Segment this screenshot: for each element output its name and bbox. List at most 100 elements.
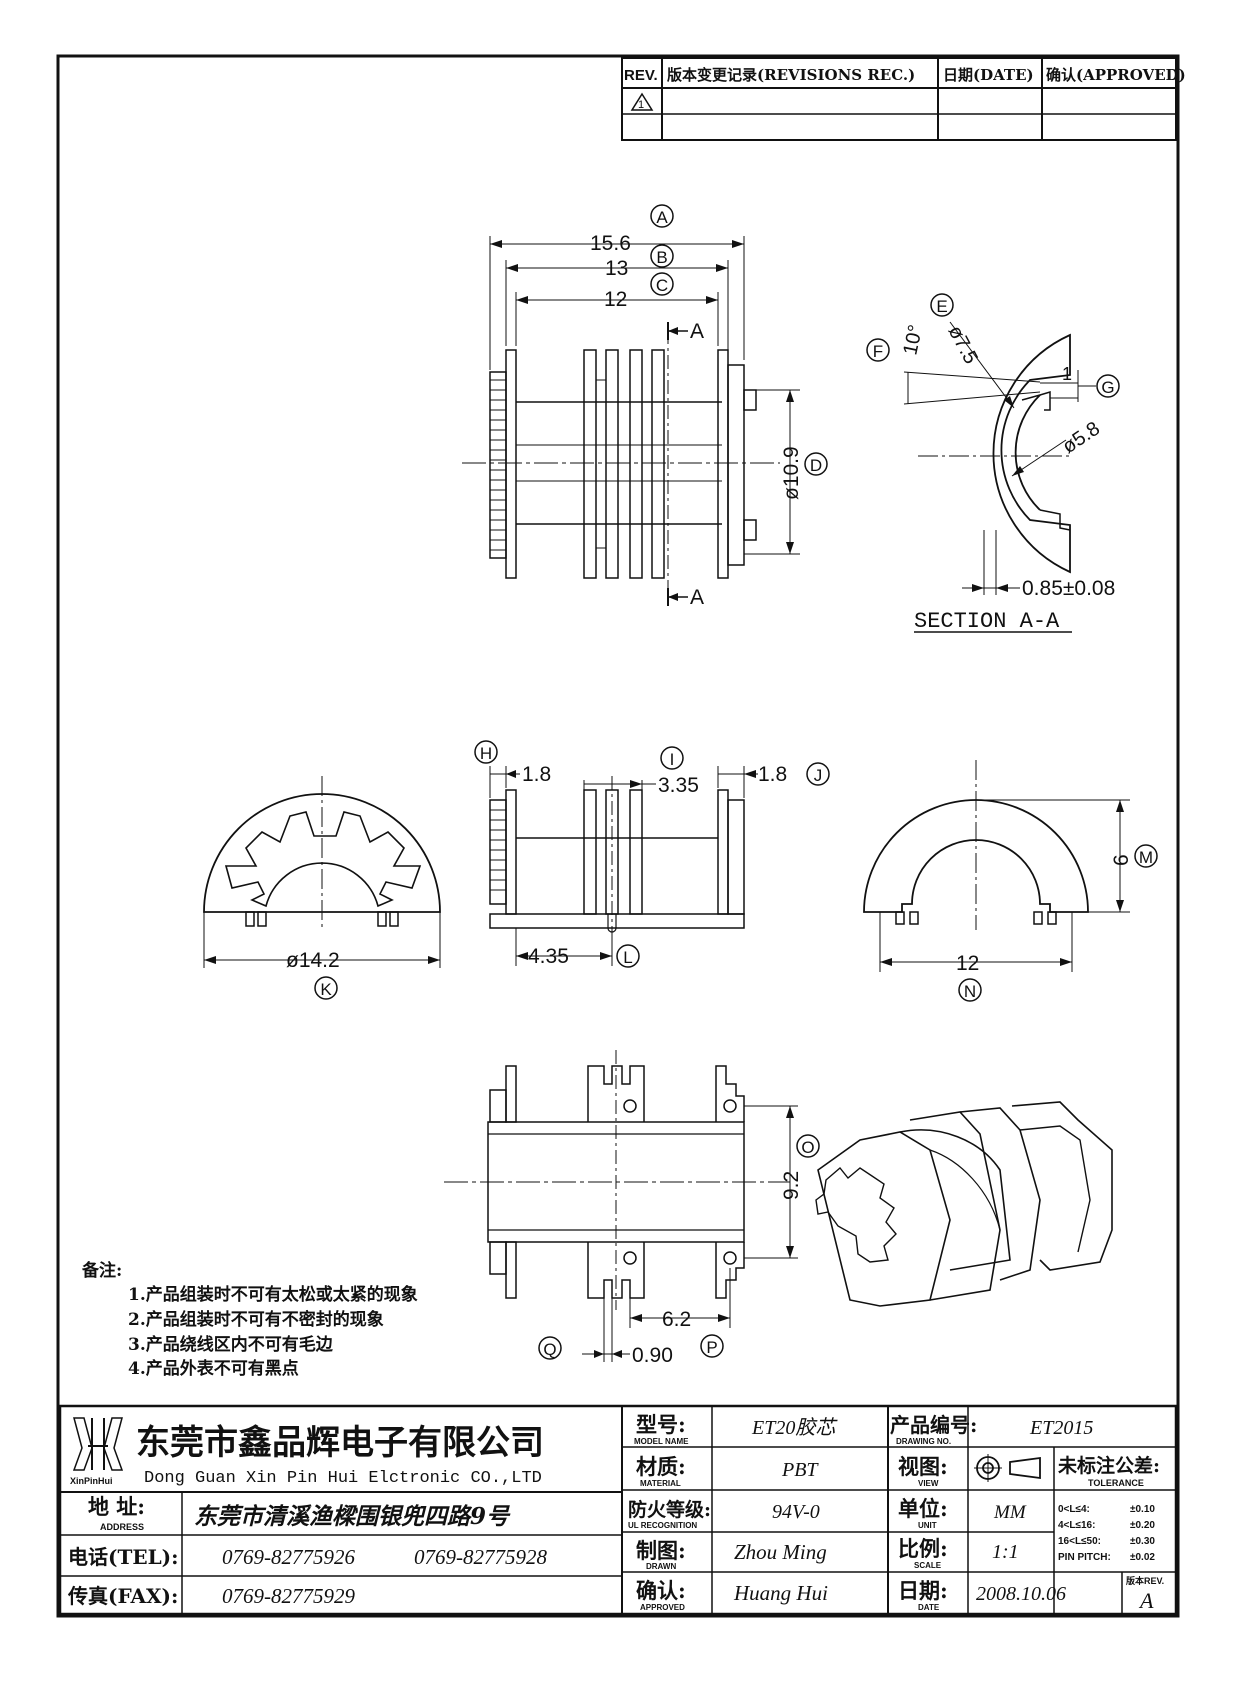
scale-value: 1:1 bbox=[992, 1541, 1019, 1563]
view-label-en: VIEW bbox=[918, 1479, 939, 1488]
balloon-a bbox=[650, 204, 674, 228]
dim-o-value: 9.2 bbox=[780, 1171, 803, 1200]
balloon-q-label: Q bbox=[543, 1340, 556, 1359]
address-label: 地 址: bbox=[88, 1494, 145, 1519]
balloon-c-label: C bbox=[656, 276, 668, 295]
title-block: XinPinHui 东莞市鑫品辉电子有限公司 Dong Guan Xin Pin… bbox=[58, 1404, 1178, 1616]
balloon-n bbox=[958, 978, 982, 1002]
material-label-en: MATERIAL bbox=[640, 1479, 681, 1488]
svg-text:1: 1 bbox=[638, 99, 644, 111]
balloon-l-label: L bbox=[623, 948, 632, 967]
tel-label: 电话(TEL): bbox=[68, 1545, 179, 1569]
dim-id-value: ø5.8 bbox=[1058, 418, 1103, 459]
ul-value: 94V-0 bbox=[772, 1501, 820, 1523]
end-view-plain: 6 M 12 N bbox=[863, 760, 1158, 1002]
note-item-3: 3.产品绕线区内不可有毛边 bbox=[128, 1334, 334, 1355]
dim-k-value: ø14.2 bbox=[286, 949, 340, 972]
model-value: ET20胶芯 bbox=[751, 1417, 838, 1439]
balloon-k bbox=[314, 976, 338, 1000]
dim-h-value: 1.8 bbox=[522, 763, 551, 786]
tol-range-2: 4<L≤16: bbox=[1058, 1520, 1095, 1531]
model-label-en: MODEL NAME bbox=[634, 1437, 689, 1446]
isometric-view bbox=[815, 1101, 1113, 1307]
balloon-j-label: J bbox=[814, 766, 823, 785]
balloon-h bbox=[474, 740, 498, 764]
unit-label-en: UNIT bbox=[918, 1521, 937, 1530]
ul-label: 防火等级: bbox=[628, 1498, 711, 1521]
date-label: 日期: bbox=[898, 1578, 948, 1603]
dim-n-value: 12 bbox=[956, 952, 979, 975]
rev-value: A bbox=[1138, 1588, 1154, 1613]
note-item-2: 2.产品组装时不可有不密封的现象 bbox=[128, 1309, 384, 1330]
revision-triangle-icon: 1 bbox=[630, 92, 654, 111]
balloon-f-label: F bbox=[873, 342, 883, 361]
unit-value: MM bbox=[993, 1502, 1027, 1523]
section-arrow-bottom-icon bbox=[667, 588, 688, 606]
approved-label-en: APPROVED bbox=[640, 1603, 685, 1612]
front-view: A A 15.6 A 13 B 12 C bbox=[462, 204, 828, 609]
dim-q-value: 0.90 bbox=[632, 1344, 673, 1367]
tol-value-2: ±0.20 bbox=[1130, 1520, 1155, 1531]
company-name-cn: 东莞市鑫品辉电子有限公司 bbox=[136, 1423, 544, 1463]
balloon-i-label: I bbox=[670, 750, 675, 769]
balloon-g bbox=[1096, 374, 1120, 398]
approved-value: Huang Hui bbox=[733, 1581, 828, 1605]
dim-wall-value: 0.85±0.08 bbox=[1022, 577, 1115, 600]
address-label-en: ADDRESS bbox=[100, 1522, 144, 1532]
balloon-d bbox=[804, 452, 828, 476]
drawn-value: Zhou Ming bbox=[734, 1540, 827, 1564]
section-mark-bottom: A bbox=[690, 586, 704, 609]
approved-col-header: 确认(APPROVED) bbox=[1046, 66, 1186, 84]
balloon-i bbox=[660, 746, 684, 770]
side-view: 1.8 H 3.35 I 1.8 J 4.35 L bbox=[474, 740, 830, 968]
scale-label: 比例: bbox=[898, 1536, 948, 1561]
tol-range-1: 0<L≤4: bbox=[1058, 1504, 1090, 1515]
tol-value-1: ±0.10 bbox=[1130, 1504, 1155, 1515]
company-name-en: Dong Guan Xin Pin Hui Elctronic CO.,LTD bbox=[144, 1469, 542, 1488]
balloon-b bbox=[650, 244, 674, 268]
drawn-label-en: DRAWN bbox=[646, 1562, 676, 1571]
model-label: 型号: bbox=[636, 1412, 686, 1437]
dim-j-value: 1.8 bbox=[758, 763, 787, 786]
dim-l-value: 4.35 bbox=[528, 945, 569, 968]
drawing-no-label: 产品编号: bbox=[890, 1413, 977, 1437]
dim-m-value: 6 bbox=[1110, 854, 1133, 866]
date-col-header: 日期(DATE) bbox=[943, 66, 1034, 84]
dim-e-value: ø7.5 bbox=[944, 322, 982, 368]
date-value: 2008.10.06 bbox=[976, 1583, 1066, 1605]
balloon-k-label: K bbox=[320, 980, 332, 999]
balloon-m bbox=[1134, 844, 1158, 868]
balloon-l bbox=[616, 944, 640, 968]
balloon-p bbox=[700, 1334, 724, 1358]
projection-symbol-icon bbox=[974, 1454, 1041, 1482]
fax-label: 传真(FAX): bbox=[67, 1584, 178, 1608]
approved-label: 确认: bbox=[636, 1578, 686, 1603]
notes-heading: 备注: bbox=[81, 1260, 122, 1281]
note-item-4: 4.产品外表不可有黑点 bbox=[128, 1358, 299, 1379]
balloon-a-label: A bbox=[656, 208, 668, 227]
logo-text: XinPinHui bbox=[70, 1476, 113, 1486]
dim-p-value: 6.2 bbox=[662, 1308, 691, 1331]
notes: 备注: 1.产品组装时不可有太松或太紧的现象 2.产品组装时不可有不密封的现象 … bbox=[81, 1260, 418, 1379]
tolerance-label: 未标注公差: bbox=[1057, 1454, 1160, 1477]
drawn-label: 制图: bbox=[636, 1538, 686, 1563]
date-label-en: DATE bbox=[918, 1603, 940, 1612]
dim-c-value: 12 bbox=[604, 288, 627, 311]
balloon-o bbox=[796, 1134, 820, 1158]
balloon-m-label: M bbox=[1139, 848, 1153, 867]
section-mark-top: A bbox=[690, 320, 704, 343]
balloon-p-label: P bbox=[706, 1338, 717, 1357]
rev-label: 版本REV. bbox=[1125, 1575, 1164, 1586]
sheet-border bbox=[56, 54, 1180, 1618]
balloon-g-label: G bbox=[1101, 378, 1114, 397]
record-col-header: 版本变更记录(REVISIONS REC.) bbox=[667, 66, 915, 84]
dim-f-value: 10° bbox=[899, 323, 927, 357]
tolerance-label-en: TOLERANCE bbox=[1088, 1478, 1144, 1488]
dim-b-value: 13 bbox=[605, 257, 628, 280]
address-value: 东莞市清溪渔樑围银兜四路9号 bbox=[194, 1503, 511, 1530]
dim-g-value: 1 bbox=[1062, 364, 1072, 384]
rev-col-header: REV. bbox=[624, 67, 658, 84]
drawing-no-label-en: DRAWING NO. bbox=[896, 1437, 951, 1446]
end-view-gear: ø14.2 K bbox=[203, 776, 441, 1000]
material-value: PBT bbox=[781, 1459, 819, 1481]
